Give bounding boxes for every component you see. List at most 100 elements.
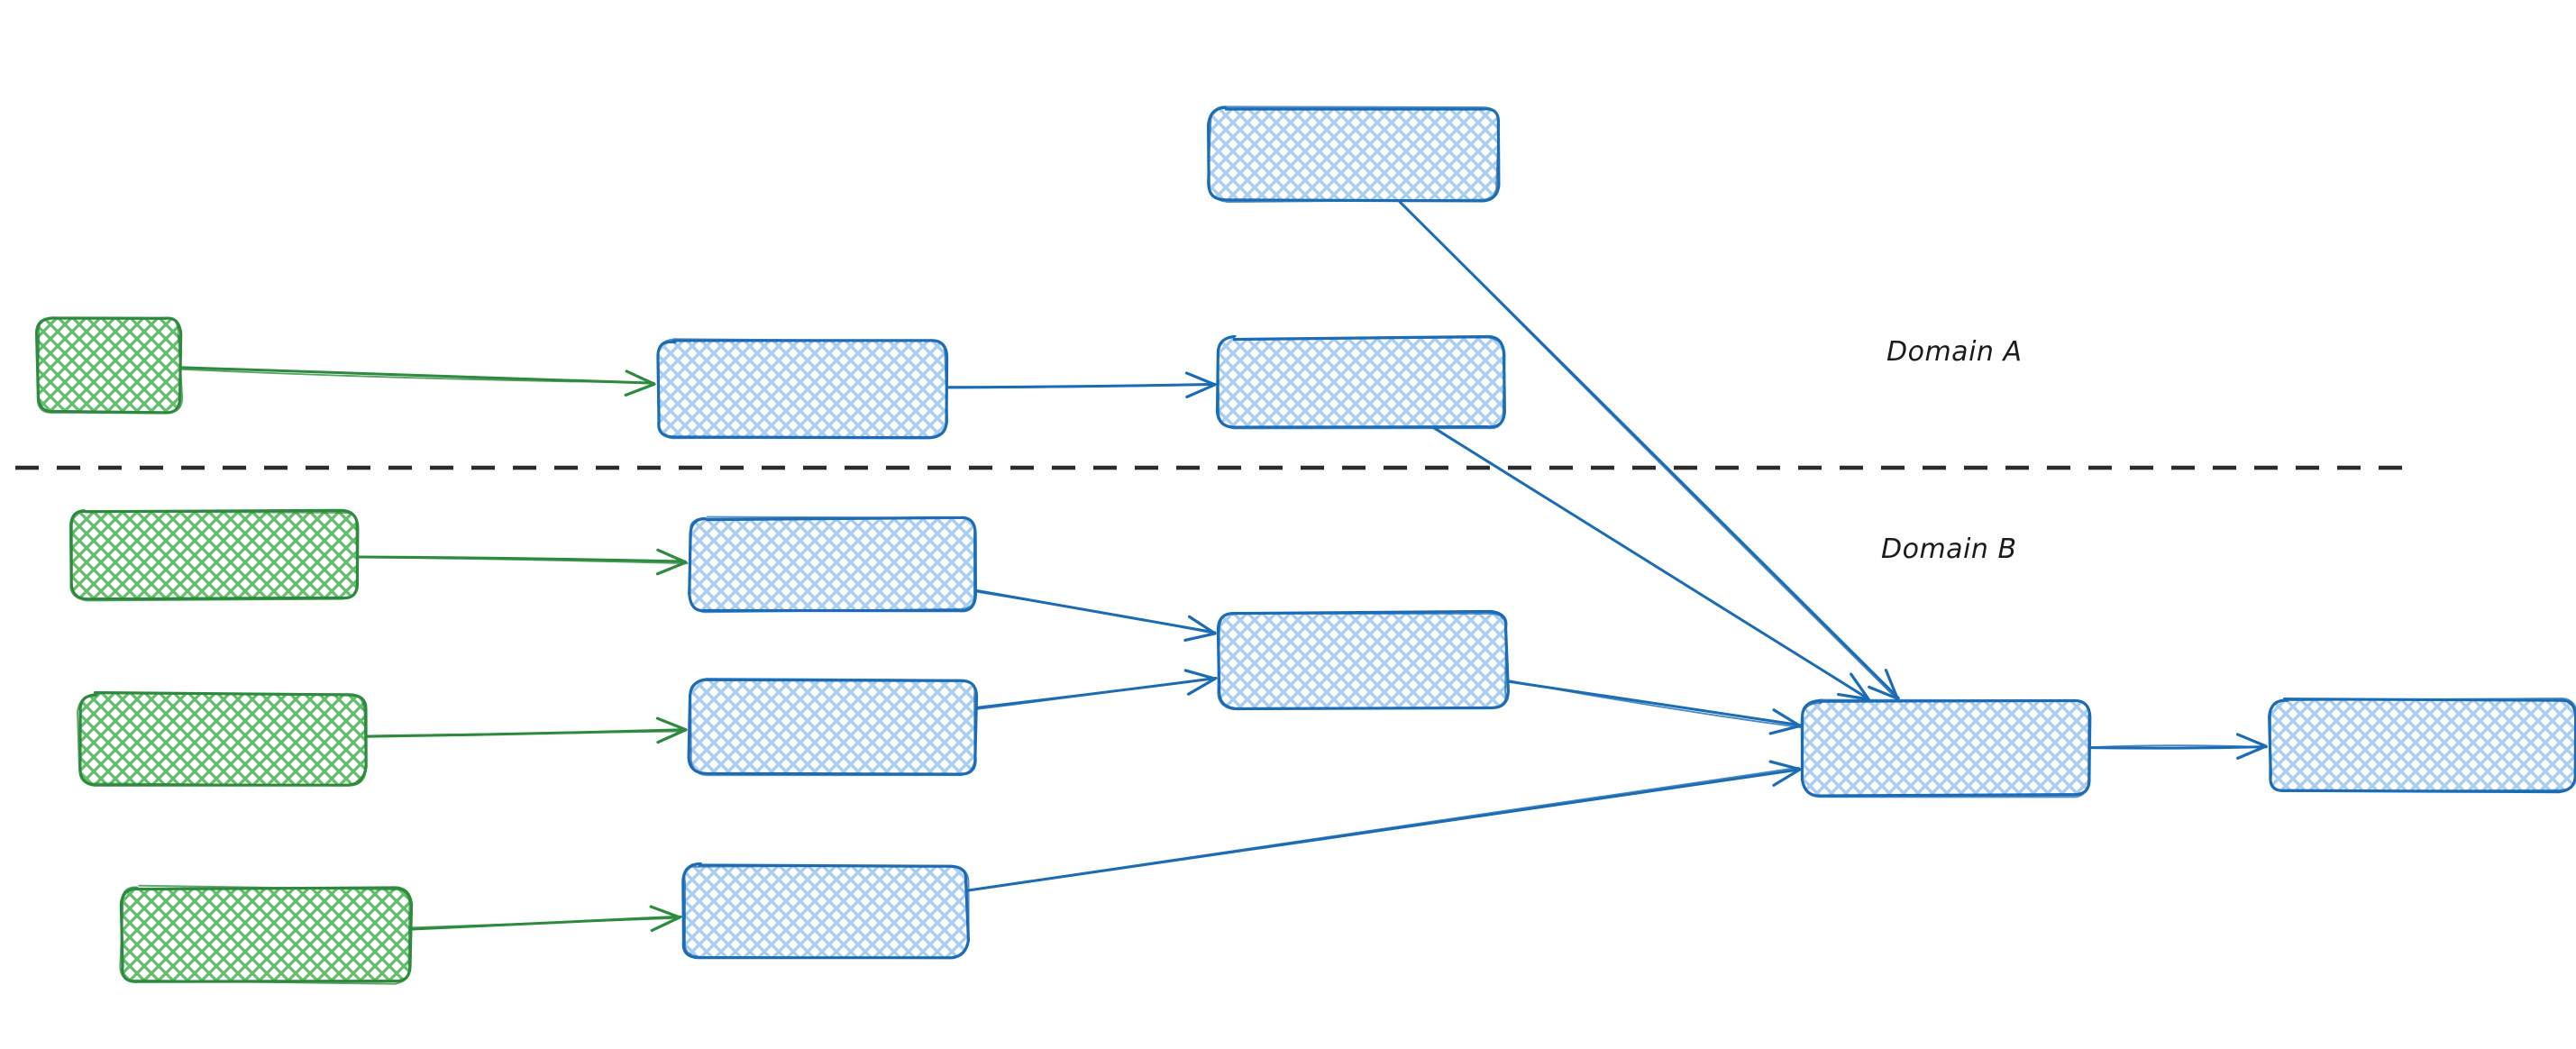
green-node-domain-b-2[interactable] — [77, 690, 368, 787]
edge-green-a-src-to-a-mid-stroke-b — [178, 368, 655, 384]
nodes-group — [35, 105, 2576, 985]
green-node-domain-b-3-outline-a — [119, 886, 414, 983]
edge-b-sink-to-b-end[interactable] — [2087, 733, 2268, 761]
edges-group — [178, 200, 2268, 933]
blue-node-domain-b-hub[interactable] — [1216, 609, 1510, 711]
blue-node-domain-a-mid-outline-a — [656, 339, 949, 440]
blue-node-domain-a-right-outline-b — [1217, 334, 1506, 430]
edge-a-right-to-b-sink-stroke-b — [1434, 427, 1871, 701]
blue-node-domain-a-mid-outline-b — [657, 338, 949, 440]
edge-green-a-src-to-a-mid[interactable] — [178, 366, 656, 397]
domain-a-label: Domain A — [1886, 336, 2023, 368]
green-node-domain-a-1[interactable] — [35, 316, 184, 415]
edge-b-hub-to-b-sink-arrowhead — [1768, 708, 1802, 735]
edge-green-b-src1-to-b-mid1-stroke-a — [354, 555, 687, 563]
edge-green-b-src3-to-b-mid3[interactable] — [407, 905, 682, 933]
edge-a-top-to-b-sink-stroke-b — [1399, 201, 1899, 701]
edge-b-mid1-to-b-hub-stroke-b — [973, 590, 1216, 634]
edge-b-mid2-to-b-hub-stroke-b — [973, 677, 1215, 711]
blue-node-domain-b-hub-outline-a — [1216, 609, 1510, 711]
blue-node-domain-b-hub-outline-b — [1217, 612, 1508, 710]
blue-node-domain-b-3-outline-b — [683, 864, 970, 960]
edge-b-sink-to-b-end-arrowhead — [2236, 733, 2268, 761]
green-node-domain-b-3-fill — [122, 888, 410, 982]
green-node-domain-b-2-fill — [79, 694, 365, 784]
edge-a-top-to-b-sink-arrowhead — [1868, 669, 1899, 700]
edge-b-mid2-to-b-hub-arrowhead — [1183, 669, 1217, 696]
green-node-domain-b-2-outline-b — [77, 691, 367, 787]
blue-node-domain-b-end-outline-b — [2269, 698, 2576, 792]
edge-green-b-src1-to-b-mid1[interactable] — [354, 548, 689, 576]
blue-node-domain-b-3-outline-a — [681, 862, 971, 960]
edge-green-a-src-to-a-mid-stroke-a — [178, 366, 655, 385]
edge-green-b-src1-to-b-mid1-arrowhead — [655, 548, 688, 576]
blue-node-domain-b-1-fill — [690, 518, 976, 611]
green-node-domain-b-3-outline-b — [119, 884, 411, 985]
blue-node-domain-b-1-outline-b — [688, 515, 976, 614]
blue-node-domain-b-1-outline-a — [688, 515, 977, 613]
edge-b-mid2-to-b-hub[interactable] — [973, 669, 1218, 711]
edge-b-mid1-to-b-hub-arrowhead — [1183, 615, 1217, 643]
blue-node-domain-a-top-outline-b — [1206, 105, 1500, 204]
edge-a-top-to-b-sink-stroke-a — [1398, 200, 1900, 700]
edge-a-mid-to-a-right[interactable] — [944, 371, 1217, 399]
edge-a-mid-to-a-right-stroke-a — [945, 382, 1217, 389]
green-node-domain-a-1-fill — [38, 317, 180, 413]
blue-node-domain-b-2[interactable] — [687, 678, 979, 777]
edge-b-mid1-to-b-hub-stroke-a — [973, 588, 1217, 634]
blue-node-domain-b-2-fill — [690, 680, 976, 773]
edge-b-mid2-to-b-hub-stroke-a — [973, 677, 1218, 709]
blue-node-domain-a-top-fill — [1210, 108, 1498, 201]
blue-node-domain-a-right[interactable] — [1215, 334, 1506, 430]
edge-b-mid3-to-b-sink-stroke-a — [964, 768, 1802, 892]
edge-a-top-to-b-sink[interactable] — [1398, 200, 1900, 701]
blue-node-domain-b-2-outline-a — [687, 678, 979, 776]
edge-a-right-to-b-sink-arrowhead — [1837, 672, 1870, 701]
blue-node-domain-a-top-outline-a — [1207, 105, 1501, 203]
green-node-domain-b-3[interactable] — [119, 884, 414, 985]
blue-node-domain-b-sink-outline-b — [1800, 698, 2090, 798]
edge-b-mid3-to-b-sink-arrowhead — [1768, 760, 1802, 787]
blue-node-domain-b-end-outline-a — [2268, 698, 2576, 794]
green-node-domain-a-1-outline-b — [36, 316, 184, 415]
edge-b-hub-to-b-sink-stroke-a — [1504, 680, 1803, 727]
blue-node-domain-a-right-fill — [1219, 338, 1504, 428]
blue-node-domain-b-2-outline-b — [689, 678, 976, 777]
edge-green-b-src2-to-b-mid2-arrowhead — [655, 716, 688, 744]
green-node-domain-b-1-fill — [70, 511, 357, 599]
edge-green-b-src2-to-b-mid2-stroke-b — [365, 730, 685, 737]
edge-b-mid3-to-b-sink[interactable] — [964, 760, 1802, 892]
edge-green-b-src3-to-b-mid3-stroke-b — [407, 917, 681, 929]
edge-b-hub-to-b-sink-stroke-b — [1504, 679, 1802, 729]
edge-green-b-src2-to-b-mid2[interactable] — [362, 716, 688, 744]
green-node-domain-b-1-outline-b — [69, 508, 359, 602]
blue-node-domain-a-top[interactable] — [1206, 105, 1501, 204]
edge-b-mid3-to-b-sink-stroke-b — [964, 766, 1800, 891]
blue-node-domain-b-sink-fill — [1804, 701, 2090, 795]
blue-node-domain-a-mid-fill — [658, 341, 946, 438]
edge-green-b-src3-to-b-mid3-arrowhead — [649, 905, 681, 933]
edge-green-b-src3-to-b-mid3-stroke-a — [407, 915, 682, 931]
edge-a-mid-to-a-right-arrowhead — [1184, 371, 1217, 399]
edge-green-b-src2-to-b-mid2-stroke-a — [362, 728, 688, 738]
green-node-domain-b-1[interactable] — [69, 508, 360, 602]
domain-b-label: Domain B — [1881, 534, 2017, 565]
green-node-domain-b-1-outline-a — [69, 508, 360, 601]
blue-node-domain-b-end[interactable] — [2268, 698, 2576, 794]
edge-b-sink-to-b-end-stroke-a — [2088, 745, 2268, 750]
blue-node-domain-b-1[interactable] — [688, 515, 977, 614]
edge-a-right-to-b-sink-stroke-a — [1431, 425, 1870, 700]
edge-b-mid1-to-b-hub[interactable] — [973, 588, 1217, 643]
blue-node-domain-b-3[interactable] — [681, 862, 971, 960]
edge-a-mid-to-a-right-stroke-b — [944, 384, 1216, 389]
blue-node-domain-a-mid[interactable] — [656, 338, 949, 440]
blue-node-domain-b-hub-fill — [1219, 613, 1507, 707]
blue-node-domain-b-sink[interactable] — [1800, 698, 2092, 798]
edge-green-b-src1-to-b-mid1-stroke-b — [355, 556, 689, 565]
edge-a-right-to-b-sink[interactable] — [1431, 425, 1871, 701]
edge-b-hub-to-b-sink[interactable] — [1504, 679, 1803, 735]
edge-green-a-src-to-a-mid-arrowhead — [624, 369, 656, 397]
green-node-domain-b-2-outline-a — [78, 690, 368, 787]
